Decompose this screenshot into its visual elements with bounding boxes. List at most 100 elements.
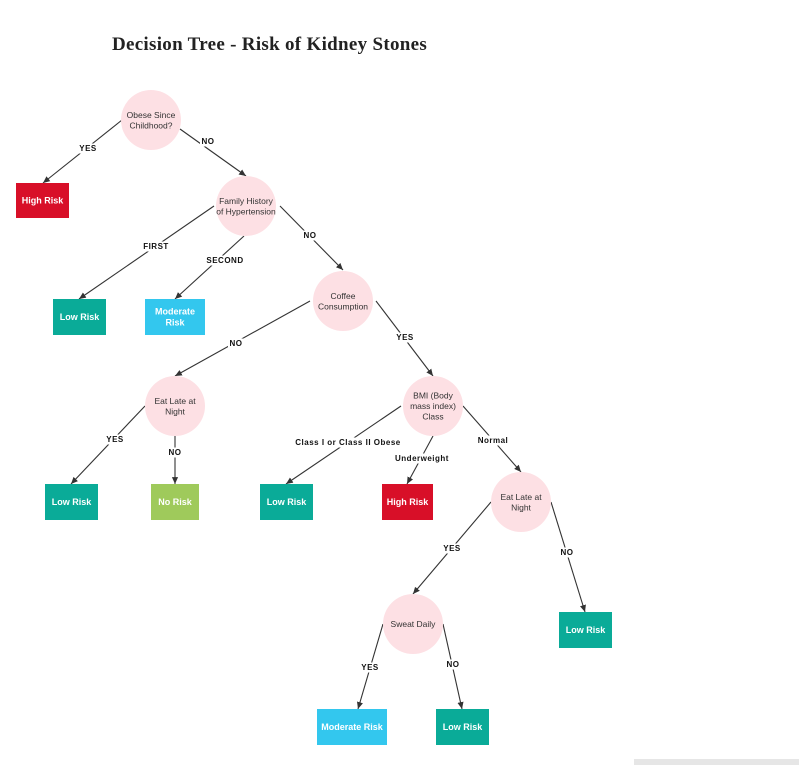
edge-label-bg (104, 434, 126, 445)
edge-label: NO (202, 137, 215, 146)
edge-label-bg (204, 255, 246, 266)
edge-label: YES (361, 663, 379, 672)
decision-node-label: Class (422, 412, 443, 422)
edge-label: YES (79, 144, 97, 153)
outcome-label: Low Risk (60, 312, 101, 322)
edge-labels-layer: YES NO FIRST SECOND NO NO YES YES NO Class I or C… (77, 136, 575, 673)
edge-label-bg (141, 241, 171, 252)
decision-node-circle (313, 271, 373, 331)
outcome-node-low-risk[interactable]: Low Risk (45, 484, 98, 520)
edge-label-bg (559, 547, 575, 558)
edge-label-bg (393, 453, 451, 464)
edge-label: YES (443, 544, 461, 553)
outcome-label: Low Risk (52, 497, 93, 507)
edge-label-bg (302, 230, 318, 241)
outcome-label: High Risk (387, 497, 430, 507)
outcome-box (145, 299, 205, 335)
edge-label: Normal (478, 436, 509, 445)
outcome-box (436, 709, 489, 745)
edge-family-to-o2 (78, 205, 215, 300)
edge-label-bg (228, 338, 244, 349)
outcome-node-low-risk[interactable]: Low Risk (436, 709, 489, 745)
decision-node-sweat[interactable]: Sweat Daily (383, 594, 443, 654)
decision-node-label: Consumption (318, 301, 368, 311)
edge-label-group: YES (104, 434, 126, 445)
edge-label: YES (106, 435, 124, 444)
edge-label-group: NO (445, 659, 461, 670)
edge-label-bg (77, 143, 99, 154)
decision-node-circle (145, 376, 205, 436)
edge-label: FIRST (143, 242, 169, 251)
decision-node-circle (491, 472, 551, 532)
outcome-label: Risk (165, 318, 185, 328)
edge-label: YES (396, 333, 414, 342)
edge-label-group: NO (228, 338, 244, 349)
edge-label-bg (200, 136, 216, 147)
edge-label: Underweight (395, 454, 449, 463)
decision-node-circle (121, 90, 181, 150)
horizontal-scrollbar[interactable] (634, 759, 799, 765)
edge-label-bg (293, 437, 403, 448)
outcome-box (559, 612, 612, 648)
edge-label: NO (447, 660, 460, 669)
decision-node-label: of Hypertension (216, 206, 276, 216)
edge-label-group: Class I or Class II Obese (293, 437, 403, 448)
edge-label-bg (445, 659, 461, 670)
edge-label-group: NO (559, 547, 575, 558)
outcome-box (45, 484, 98, 520)
decision-node-circle (383, 594, 443, 654)
outcome-box (16, 183, 69, 218)
edge-label-bg (476, 435, 510, 446)
edge-label: NO (169, 448, 182, 457)
edge-label-group: Underweight (393, 453, 451, 464)
outcome-node-high-risk[interactable]: High Risk (16, 183, 69, 218)
edge-obese-to-family (179, 128, 247, 177)
edge-label-group: YES (77, 143, 99, 154)
decision-node-label: Obese Since (127, 110, 176, 120)
outcome-label: No Risk (158, 497, 193, 507)
outcome-node-no-risk[interactable]: No Risk (151, 484, 199, 520)
outcome-node-low-risk[interactable]: Low Risk (260, 484, 313, 520)
decision-node-label: Coffee (331, 291, 356, 301)
edge-label-bg (167, 447, 183, 458)
edge-label-group: SECOND (204, 255, 246, 266)
edge-label-group: YES (359, 662, 381, 673)
outcome-label: Moderate (155, 307, 195, 317)
edge-label-group: NO (302, 230, 318, 241)
edge-label-group: NO (167, 447, 183, 458)
decision-node-circle (216, 176, 276, 236)
outcome-node-high-risk[interactable]: High Risk (382, 484, 433, 520)
outcome-box (382, 484, 433, 520)
decision-node-label: Night (511, 502, 531, 512)
decision-node-label: BMI (Body (413, 391, 453, 401)
edge-label: NO (561, 548, 574, 557)
decision-node-label: Sweat Daily (391, 619, 437, 629)
edge-label: Class I or Class II Obese (295, 438, 400, 447)
edge-eatlate1-to-o4 (70, 405, 146, 485)
edge-label-group: FIRST (141, 241, 171, 252)
edge-label-group: Normal (476, 435, 510, 446)
edge-label-bg (359, 662, 381, 673)
outcome-node-low-risk[interactable]: Low Risk (53, 299, 106, 335)
decision-node-label: Eat Late at (154, 396, 196, 406)
outcome-node-moderate-risk[interactable]: Moderate Risk (317, 709, 387, 745)
edge-label: SECOND (206, 256, 243, 265)
edges-layer (42, 119, 586, 710)
decision-node-label: Night (165, 406, 185, 416)
outcome-box (151, 484, 199, 520)
outcome-label: Low Risk (267, 497, 308, 507)
edge-label-group: YES (394, 332, 416, 343)
decision-node-label: mass index) (410, 401, 456, 411)
outcome-node-low-risk[interactable]: Low Risk (559, 612, 612, 648)
outcome-label: High Risk (22, 196, 65, 206)
decision-node-label: Family History (219, 196, 274, 206)
